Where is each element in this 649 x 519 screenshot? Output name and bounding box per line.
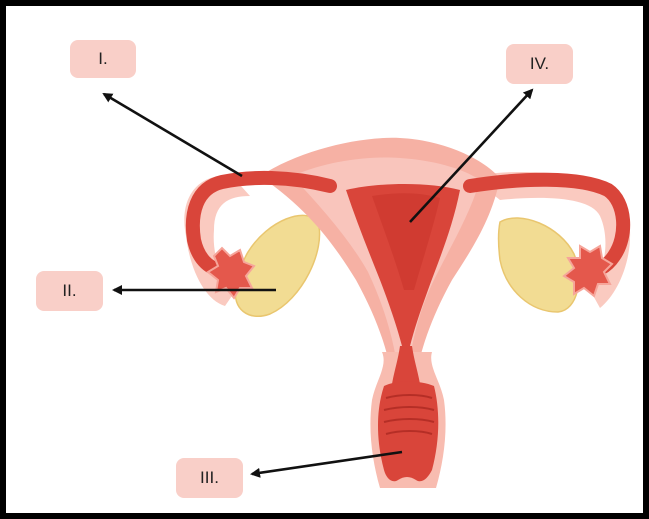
label-one: I. <box>70 40 136 78</box>
label-three: III. <box>176 458 243 498</box>
arrow-to-label-one <box>104 94 242 176</box>
right-ovary <box>499 218 579 312</box>
label-two: II. <box>36 271 103 311</box>
label-four: IV. <box>506 44 573 84</box>
